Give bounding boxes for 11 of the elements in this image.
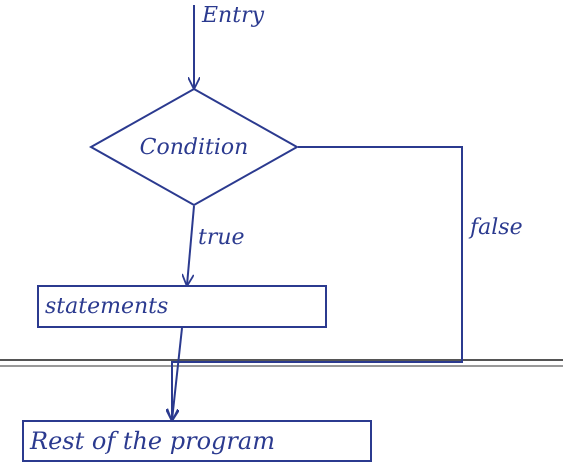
decision-diamond	[90, 88, 298, 206]
node-label: Rest of the program	[30, 427, 275, 455]
node-label: Condition	[140, 134, 248, 160]
arrow	[181, 206, 195, 288]
arrow	[187, 5, 201, 90]
node-label: statements	[45, 294, 168, 319]
edge-label: false	[468, 215, 525, 240]
process-box	[37, 285, 327, 328]
process-box	[22, 420, 372, 462]
arrow	[166, 328, 183, 422]
edge-label: Entry	[200, 3, 266, 28]
